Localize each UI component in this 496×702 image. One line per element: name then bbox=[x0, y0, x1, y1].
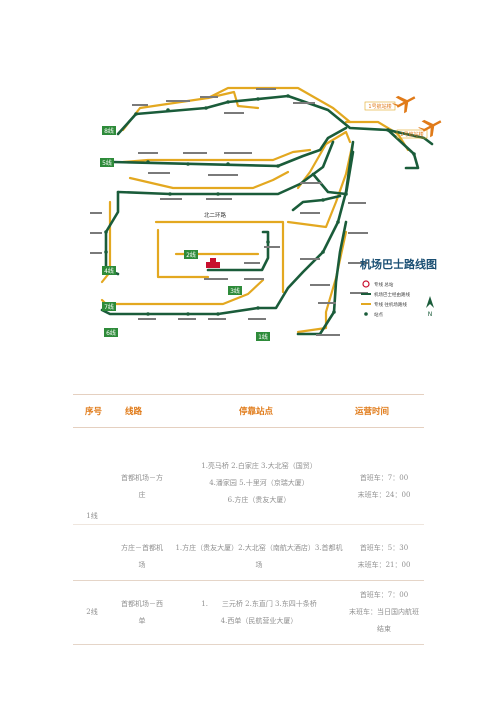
compass-icon: N bbox=[426, 296, 434, 318]
row-divider bbox=[73, 644, 424, 645]
airplane-icon bbox=[418, 119, 442, 138]
route-badge: 4线 bbox=[102, 266, 116, 275]
stop-list-line: 4.西单（民航营业大厦） bbox=[220, 617, 298, 625]
route-schedule-table: 序号 线路 停靠站点 运营时间 1线 首都机场－方 庄 1.亮马桥 2.白家庄 … bbox=[73, 394, 424, 646]
route-badge-label: 5线 bbox=[102, 159, 112, 167]
table-header-row: 序号 线路 停靠站点 运营时间 bbox=[73, 394, 424, 428]
stop-list-line: 1. 三元桥 2.东直门 3.东四十条桥 bbox=[201, 600, 317, 608]
central-road-label: 北二环路 bbox=[204, 211, 227, 219]
route-badge-label: 6线 bbox=[106, 329, 116, 337]
station-label-marks bbox=[90, 88, 368, 336]
terminal-2: 2号航站楼 bbox=[396, 119, 442, 139]
route-badge: 1线 bbox=[256, 332, 270, 341]
route-badges: 8线 5线 4线 7线 6线 3线 2线 1线 bbox=[100, 126, 270, 341]
route-name-line: 方庄－首都机 bbox=[121, 544, 163, 552]
row-index-text: 1线 bbox=[86, 512, 98, 520]
legend-label: 机场巴士经由路线 bbox=[374, 291, 410, 298]
stop-list: 1.方庄（贵友大厦）2.大北窑（南航大酒店）3.首都机 场 bbox=[173, 540, 345, 574]
operating-hours-line: 末班车：24：00 bbox=[357, 491, 411, 499]
route-badge-label: 3线 bbox=[230, 287, 240, 295]
stop-list-line: 1.亮马桥 2.白家庄 3.大北窑（国贸） bbox=[201, 462, 317, 470]
operating-hours: 首班车：7：00 末班车：24：00 bbox=[345, 470, 423, 504]
airplane-icon bbox=[392, 95, 416, 114]
operating-hours-line: 首班车：5：30 bbox=[359, 544, 409, 552]
map-title: 机场巴士路线图 bbox=[360, 257, 437, 271]
terminal-2-label: 2号航站楼 bbox=[400, 131, 423, 138]
operating-hours-line: 结束 bbox=[377, 625, 391, 633]
route-badge-label: 4线 bbox=[104, 267, 114, 275]
route-name-line: 首都机场－方 bbox=[121, 474, 163, 482]
route-badge-label: 7线 bbox=[104, 303, 114, 311]
route-name-line: 庄 bbox=[138, 491, 146, 499]
operating-hours-line: 首班车：7：00 bbox=[359, 591, 409, 599]
route-badge: 5线 bbox=[100, 158, 114, 167]
route-name: 首都机场－方 庄 bbox=[111, 470, 173, 504]
route-badge: 2线 bbox=[184, 250, 198, 259]
header-index: 序号 bbox=[85, 407, 103, 417]
legend-label: 专线 总站 bbox=[374, 281, 394, 288]
route-name-line: 单 bbox=[138, 617, 146, 625]
operating-hours-line: 末班车：当日国内航班 bbox=[349, 608, 419, 616]
route-name: 首都机场－西 单 bbox=[111, 596, 173, 630]
map-legend: 专线 总站 机场巴士经由路线 专线 往机场路线 站点 bbox=[361, 280, 410, 318]
terminal-1: 1号航站楼 bbox=[364, 95, 416, 114]
operating-hours: 首班车：7：00 末班车：当日国内航班 结束 bbox=[345, 587, 423, 638]
terminal-1-label: 1号航站楼 bbox=[368, 103, 391, 110]
route-badge-label: 2线 bbox=[186, 251, 196, 259]
stop-list-line: 6.方庄（贵友大厦） bbox=[227, 496, 291, 504]
station-dots bbox=[104, 94, 416, 316]
row-index-text: 2线 bbox=[86, 608, 98, 616]
stop-list-line: 4.潘家园 5.十里河（京瑞大厦） bbox=[209, 479, 309, 487]
route-name-line: 首都机场－西 bbox=[121, 600, 163, 608]
route-badge-label: 8线 bbox=[104, 127, 114, 135]
header-stops: 停靠站点 bbox=[239, 407, 274, 417]
airport-bus-route-map: 8线 5线 4线 7线 6线 3线 2线 1线 北二环路 1号航站楼 2号航站楼 bbox=[90, 86, 442, 341]
route-badge: 7线 bbox=[102, 302, 116, 311]
stop-list-line: 场 bbox=[255, 561, 263, 569]
row-divider bbox=[73, 580, 424, 581]
terminal-marker bbox=[206, 258, 220, 268]
route-badge-label: 1线 bbox=[258, 333, 268, 341]
row-index: 1线 bbox=[75, 508, 109, 525]
yellow-routes bbox=[100, 86, 410, 334]
row-index: 2线 bbox=[75, 604, 109, 621]
route-badge: 3线 bbox=[228, 286, 242, 295]
stop-list: 1. 三元桥 2.东直门 3.东四十条桥 4.西单（民航营业大厦） bbox=[173, 596, 345, 630]
stop-list-line: 1.方庄（贵友大厦）2.大北窑（南航大酒店）3.首都机 bbox=[175, 544, 343, 552]
operating-hours: 首班车：5：30 末班车：21：00 bbox=[345, 540, 423, 574]
legend-label: 专线 往机场路线 bbox=[374, 301, 407, 308]
operating-hours-line: 首班车：7：00 bbox=[359, 474, 409, 482]
route-name-line: 场 bbox=[138, 561, 146, 569]
header-hours: 运营时间 bbox=[355, 407, 390, 417]
stop-list: 1.亮马桥 2.白家庄 3.大北窑（国贸） 4.潘家园 5.十里河（京瑞大厦） … bbox=[173, 458, 345, 509]
legend-label: 站点 bbox=[374, 311, 383, 318]
route-badge: 8线 bbox=[102, 126, 116, 135]
route-badge: 6线 bbox=[104, 328, 118, 337]
route-name: 方庄－首都机 场 bbox=[111, 540, 173, 574]
header-route: 线路 bbox=[125, 407, 143, 417]
compass-label: N bbox=[428, 311, 433, 318]
row-divider bbox=[73, 524, 424, 525]
operating-hours-line: 末班车：21：00 bbox=[357, 561, 411, 569]
green-routes bbox=[100, 94, 434, 336]
